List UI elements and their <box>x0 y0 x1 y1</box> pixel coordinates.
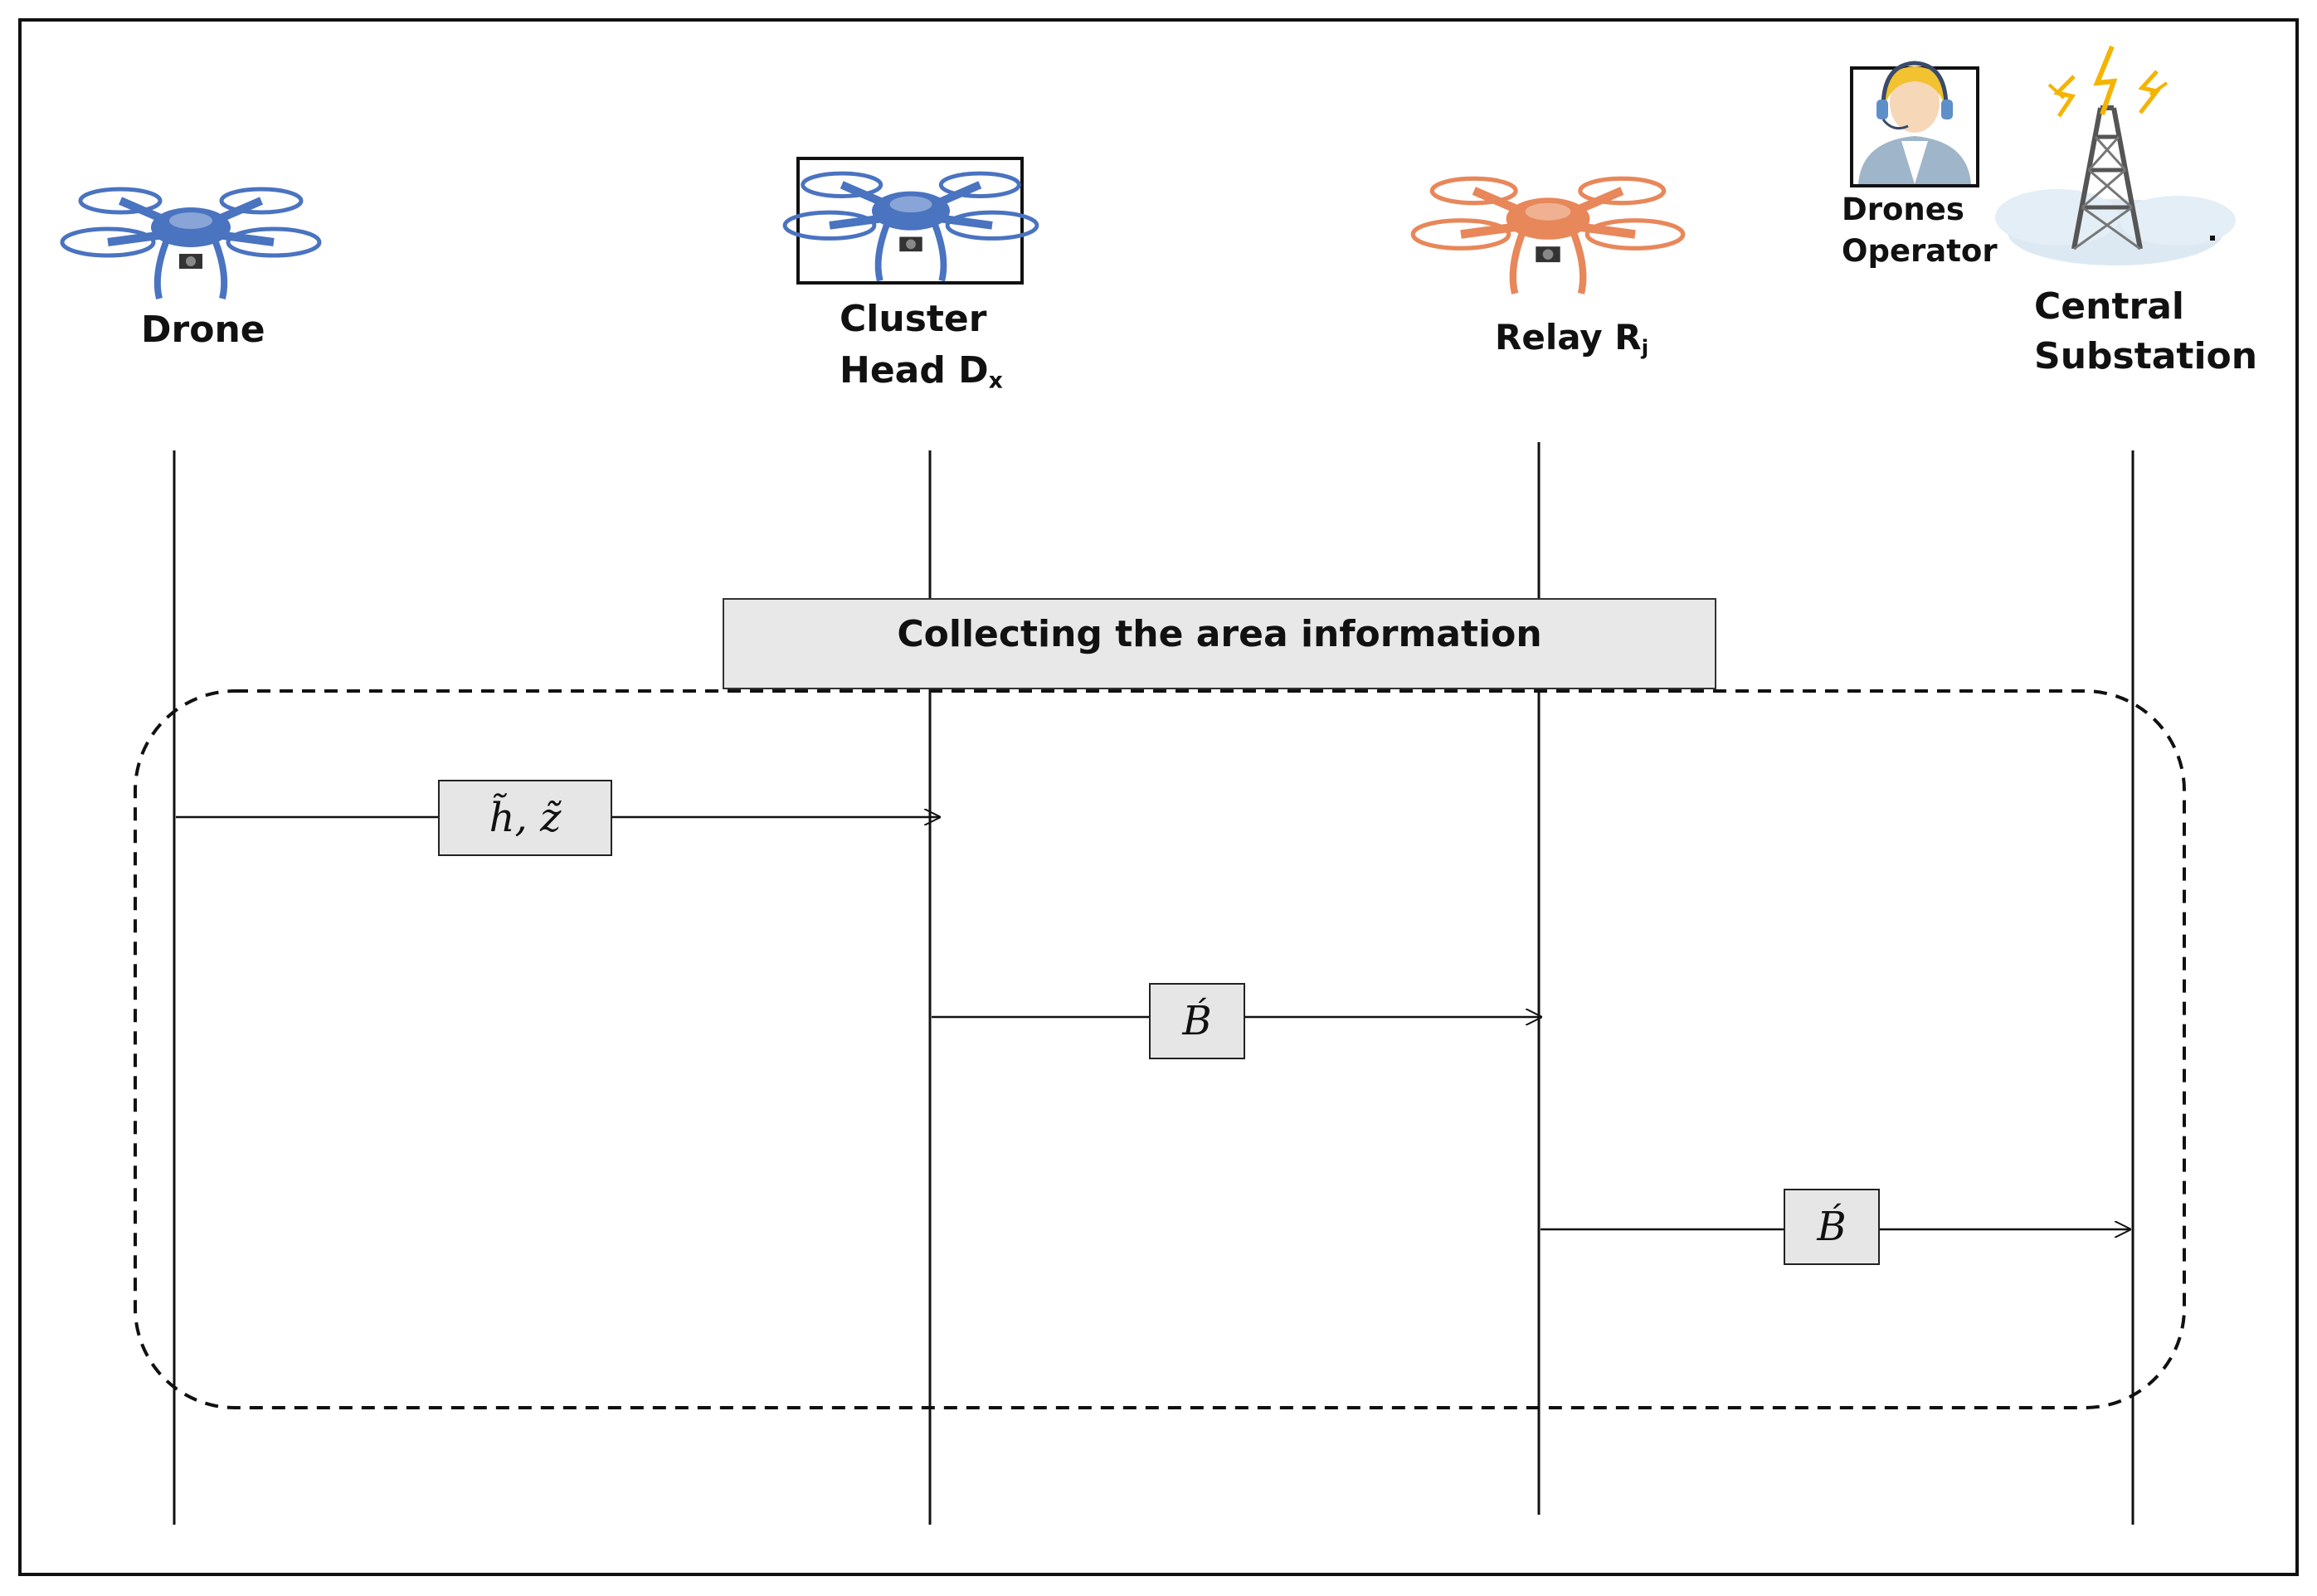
message-label-b-prime-relay: B́ <box>1149 983 1245 1059</box>
participant-label-drone: Drone <box>141 309 265 351</box>
participant-label-substation: Central Substation <box>2034 285 2258 377</box>
message-label-b-prime-substation: B́ <box>1784 1189 1880 1265</box>
participant-label-cluster-head: Cluster Head Dx <box>840 298 1003 394</box>
orange-drone-icon <box>1413 178 1683 294</box>
outer-frame <box>18 18 2299 1576</box>
collection-phase-region <box>134 689 2186 1409</box>
participant-label-relay: Relay Rj <box>1495 317 1649 360</box>
operator-headset-icon <box>1850 61 1979 187</box>
blue-drone-icon <box>62 189 319 299</box>
transmission-tower-icon <box>1995 45 2236 265</box>
phase-banner: Collecting the area information <box>723 598 1716 689</box>
participant-label-operator: Drones Operator <box>1842 192 1998 269</box>
message-label-h-z: h̃, z̃ <box>438 780 612 856</box>
